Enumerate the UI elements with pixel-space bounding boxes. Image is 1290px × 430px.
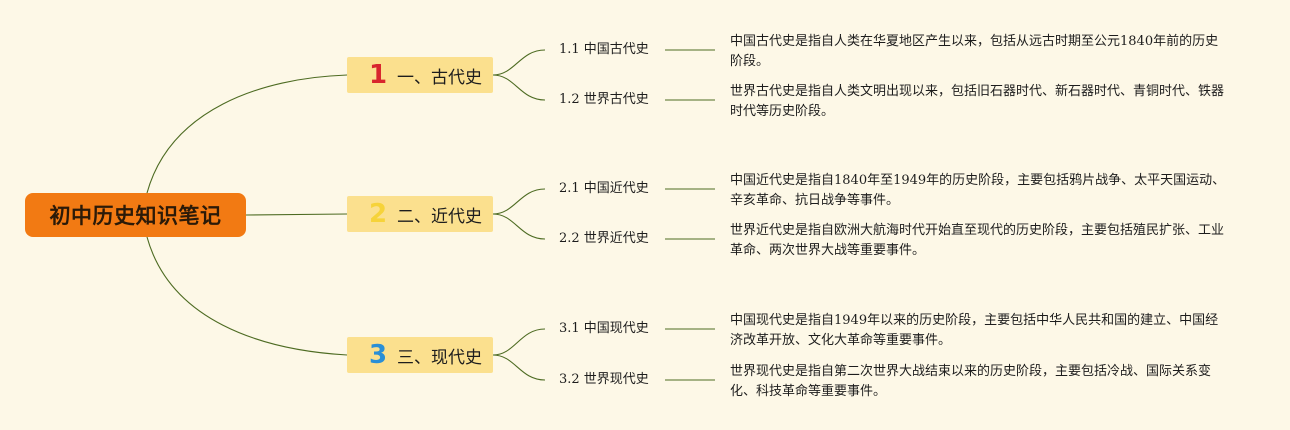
subtopic-world-contemporary[interactable]: 3.2 世界现代史 [559, 372, 649, 387]
branch-topic-label: 二、近代史 [397, 206, 482, 227]
description-china-contemporary: 中国现代史是指自1949年以来的历史阶段，主要包括中华人民共和国的建立、中国经济… [730, 313, 1219, 348]
connector-branch-2-child-2 [492, 213, 546, 240]
connector-branch-2-child-1 [492, 188, 546, 215]
subtopic-china-modern[interactable]: 2.1 中国近代史 [559, 181, 649, 196]
connector-branch-3-child-1 [492, 328, 546, 356]
connector-branch-1-child-2 [492, 74, 546, 101]
root-topic-label: 初中历史知识笔记 [49, 204, 222, 228]
branch-topic-modern[interactable]: 2 二、近代史 [347, 196, 493, 232]
subtopic-world-ancient[interactable]: 1.2 世界古代史 [559, 92, 649, 107]
number-1-icon: 1 [368, 60, 388, 90]
connector-root-branch-3 [146, 236, 348, 356]
subtopic-world-modern[interactable]: 2.2 世界近代史 [559, 231, 649, 246]
number-3-icon: 3 [368, 340, 388, 370]
branch-topic-ancient[interactable]: 1 一、古代史 [347, 57, 493, 93]
connector-root-branch-2 [245, 213, 348, 216]
connector-branch-1-child-1 [492, 49, 546, 76]
branch-topic-label: 三、现代史 [397, 347, 482, 368]
subtopic-china-ancient[interactable]: 1.1 中国古代史 [559, 42, 649, 57]
subtopic-china-contemporary[interactable]: 3.1 中国现代史 [559, 321, 649, 336]
description-world-modern: 世界近代史是指自欧洲大航海时代开始直至现代的历史阶段，主要包括殖民扩张、工业革命… [730, 223, 1225, 258]
description-world-ancient: 世界古代史是指自人类文明出现以来，包括旧石器时代、新石器时代、青铜时代、铁器时代… [730, 84, 1225, 119]
number-2-icon: 2 [368, 199, 388, 229]
description-china-ancient: 中国古代史是指自人类在华夏地区产生以来，包括从远古时期至公元1840年前的历史阶… [730, 34, 1219, 69]
branch-topic-label: 一、古代史 [397, 67, 482, 88]
root-topic[interactable]: 初中历史知识笔记 [25, 193, 246, 237]
description-china-modern: 中国近代史是指自1840年至1949年的历史阶段，主要包括鸦片战争、太平天国运动… [730, 173, 1226, 208]
connector-root-branch-1 [146, 74, 348, 194]
branch-topic-contemporary[interactable]: 3 三、现代史 [347, 337, 493, 373]
connector-branch-3-child-2 [492, 354, 546, 381]
description-world-contemporary: 世界现代史是指自第二次世界大战结束以来的历史阶段，主要包括冷战、国际关系变化、科… [730, 364, 1212, 399]
